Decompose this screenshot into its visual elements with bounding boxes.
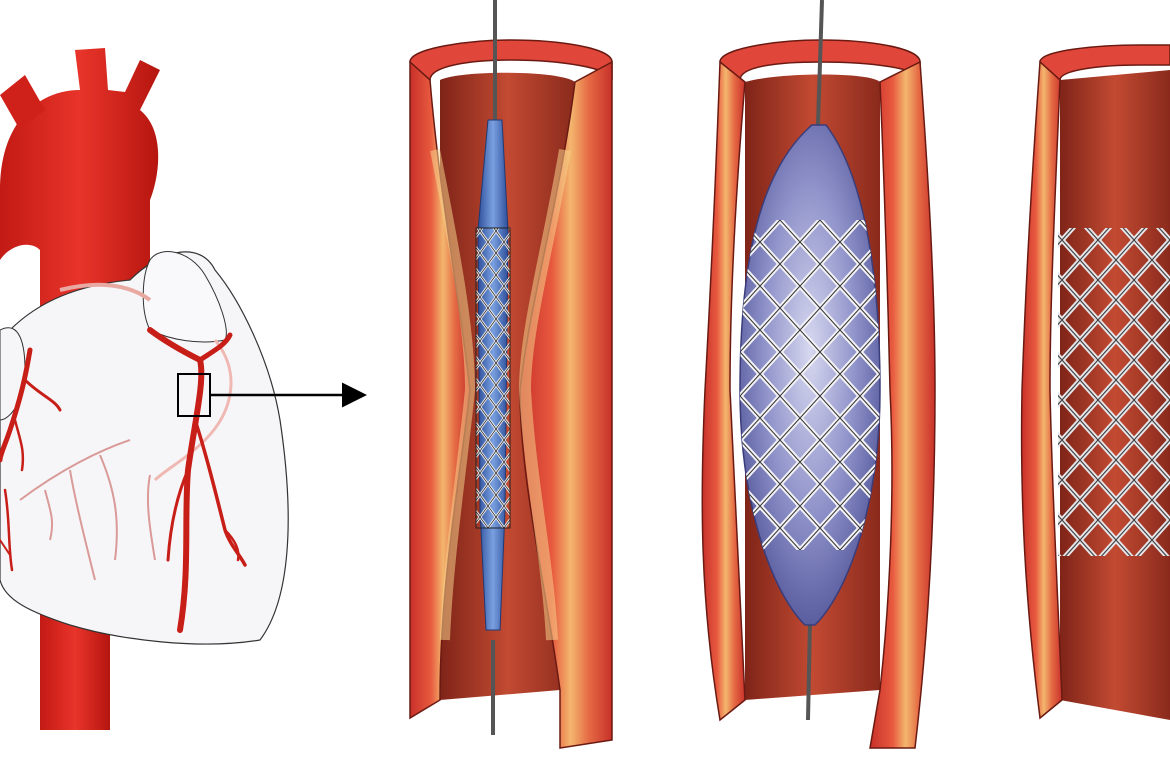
vessel-stage-3 — [1020, 44, 1170, 720]
pale-vessel-curve — [59, 282, 152, 302]
pale-vessel-right — [153, 339, 233, 482]
descending-aorta — [40, 600, 110, 730]
expanded-stent — [1058, 228, 1170, 556]
vessel-3-rim — [1039, 44, 1170, 82]
guide-wire-2-bottom — [806, 619, 812, 721]
expanding-stent — [740, 220, 880, 550]
aortic-branch — [0, 75, 45, 130]
vessel-2-right-wall — [869, 60, 936, 749]
crimped-stent — [475, 227, 511, 529]
pale-branches — [19, 439, 156, 581]
vessel-1-plaque-right — [518, 148, 571, 641]
guide-wire-2 — [816, 0, 824, 126]
vessel-stage-2 — [701, 0, 936, 749]
aortic-arch — [0, 48, 160, 340]
heart-illustration — [0, 48, 367, 730]
vessel-3-left-wall — [1020, 60, 1063, 720]
vessel-stage-1 — [409, 0, 613, 749]
vessel-1-plaque-left — [430, 149, 476, 641]
heart-upper-lobe — [142, 251, 227, 343]
coronary-arteries — [0, 327, 247, 633]
vessel-2-left-wall — [701, 60, 746, 722]
